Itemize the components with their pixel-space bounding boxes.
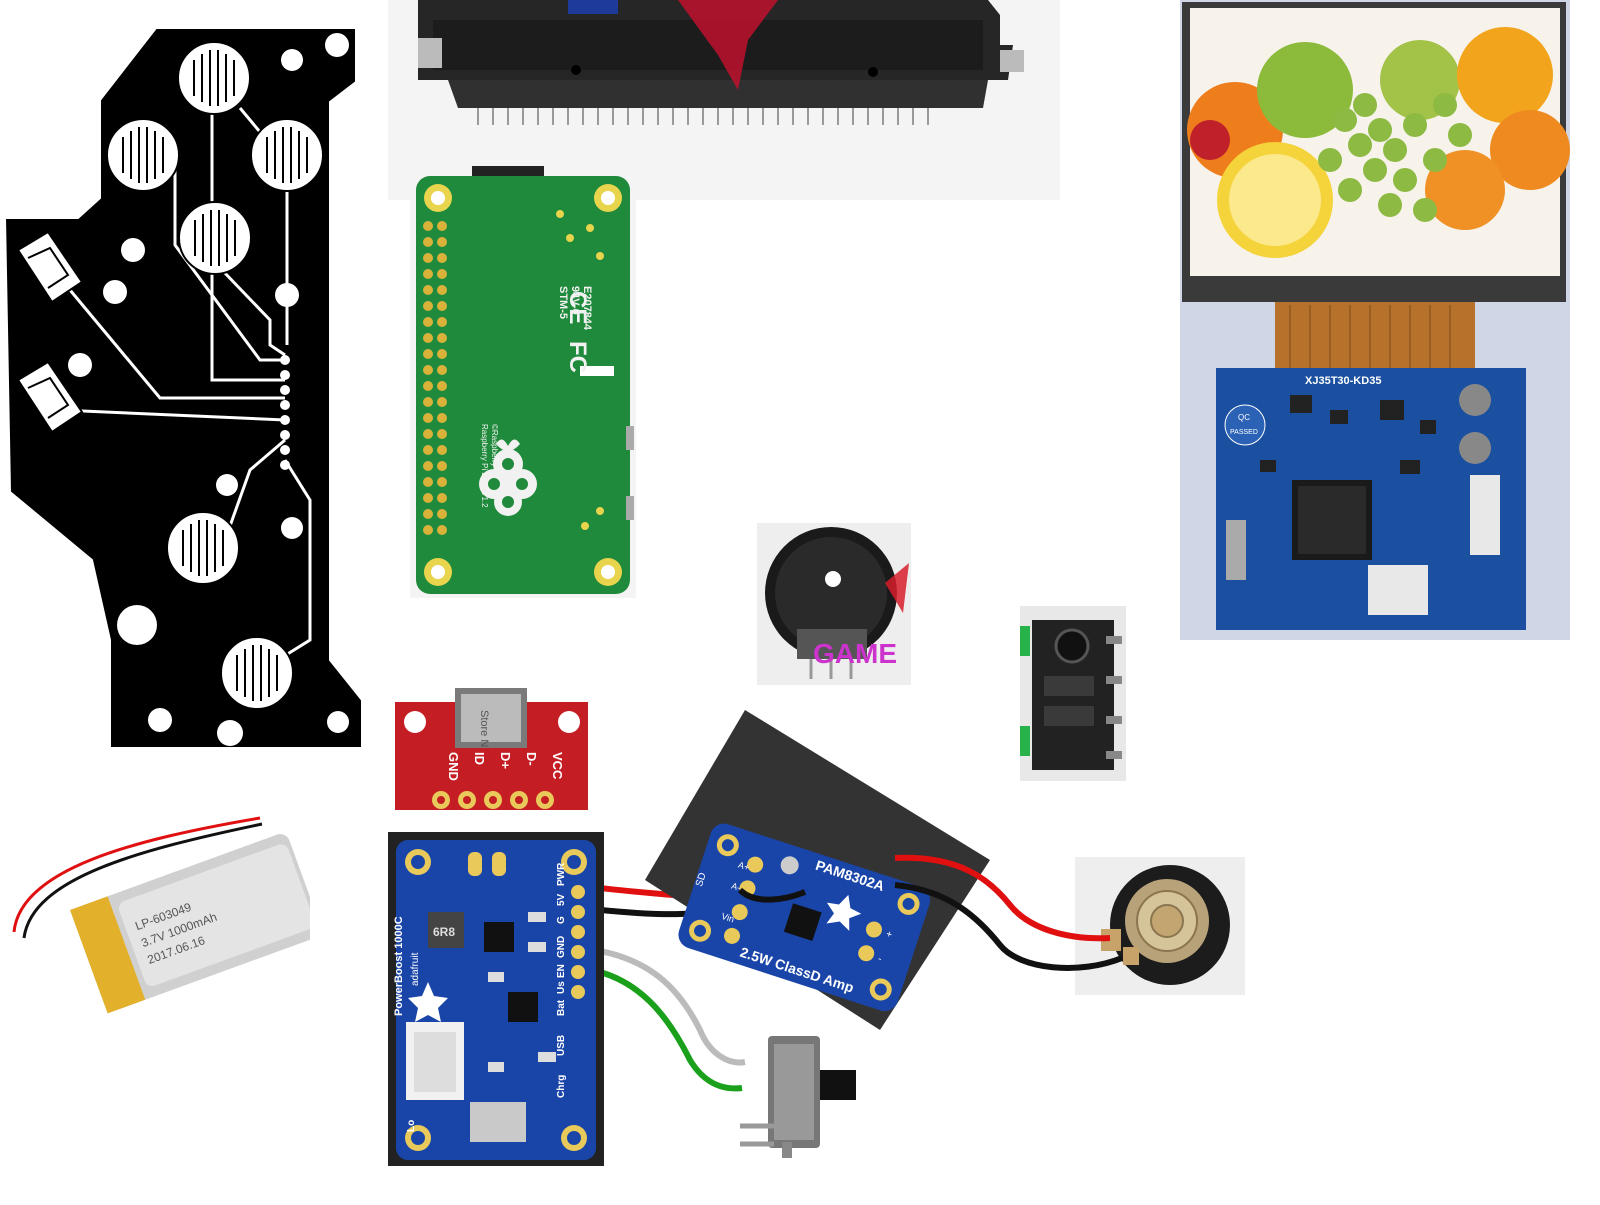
gpio-pad — [437, 397, 447, 407]
gpio-pad — [423, 413, 433, 423]
gpio-pad — [437, 253, 447, 263]
rpi-marking-1: STM-5 — [557, 286, 569, 319]
fcc-mark: FC — [564, 341, 591, 373]
gpio-pad — [423, 445, 433, 455]
pin-g: G — [556, 916, 567, 924]
gpio-pad — [437, 317, 447, 327]
gpio-pad — [437, 301, 447, 311]
gpio-pad — [437, 413, 447, 423]
gpio-pad — [423, 429, 433, 439]
pin-5v: 5V — [556, 893, 567, 906]
usb-pin-vcc: VCC — [550, 752, 565, 780]
gpio-pad — [437, 493, 447, 503]
pin-bat: Bat — [556, 999, 567, 1016]
audio-jack — [1020, 606, 1126, 781]
pin-gnd: GND — [556, 936, 567, 958]
gpio-pad — [437, 429, 447, 439]
gpio-pad — [423, 397, 433, 407]
gpio-pad — [423, 221, 433, 231]
gpio-pad — [423, 269, 433, 279]
gpio-pad — [437, 461, 447, 471]
powerboost-model: PowerBoost 1000C — [393, 916, 405, 1016]
raspberry-pi-zero: STM-5 94V-0 E207844 CE FC Raspberry Pi Z… — [410, 166, 636, 598]
qc-label: QC — [1238, 413, 1250, 422]
gpio-pad — [423, 237, 433, 247]
gpio-pad — [437, 509, 447, 519]
usb-pin-id: ID — [472, 752, 487, 765]
pin-us: Us — [556, 981, 567, 994]
gpio-pad — [437, 349, 447, 359]
gpio-pad — [437, 333, 447, 343]
rpi-board-name: Raspberry Pi Zero V1.2 — [480, 424, 489, 508]
usb-pin-dminus: D- — [524, 752, 539, 766]
gpio-pad — [437, 477, 447, 487]
gpio-pad — [423, 381, 433, 391]
qc-status: PASSED — [1230, 429, 1258, 436]
amp-pin-a-plus: A+ — [737, 860, 751, 873]
ce-mark: CE — [564, 291, 591, 324]
gpio-pad — [437, 221, 447, 231]
gpio-pad — [423, 333, 433, 343]
gpio-pad — [437, 381, 447, 391]
gpio-pad — [423, 301, 433, 311]
pin-lo: Lo — [406, 1120, 417, 1132]
pin-chrg: Chrg — [556, 1075, 567, 1098]
gamepad-pcb — [0, 0, 370, 760]
fruit-image — [1187, 27, 1570, 258]
pin-pwr: PWR — [556, 862, 567, 886]
usb-chip-text: Store N — [478, 710, 490, 747]
pin-en: EN — [556, 964, 567, 978]
audio-amplifier: PAM8302A 2.5W ClassD Amp SD Vin A+ A- + … — [645, 710, 990, 1030]
amp-pin-plus: + — [884, 929, 893, 941]
adafruit-star-icon — [408, 982, 448, 1022]
amp-pin-minus: - — [876, 953, 883, 964]
slide-switch — [730, 1030, 860, 1160]
inductor-label: 6R8 — [433, 925, 455, 939]
gpio-pad — [423, 365, 433, 375]
lcd-board-model: XJ35T30-KD35 — [1305, 375, 1381, 387]
volume-potentiometer: GAME — [757, 523, 911, 685]
gpio-pad — [437, 285, 447, 295]
usb-pin-gnd: GND — [446, 752, 461, 781]
amp-pin-sd: SD — [694, 871, 709, 888]
gpio-pad — [437, 269, 447, 279]
gpio-pad — [437, 445, 447, 455]
gpio-pad — [423, 477, 433, 487]
gpio-pad — [437, 237, 447, 247]
gpio-pad — [437, 525, 447, 535]
adafruit-star-icon — [826, 894, 862, 931]
rpi-marking-2: 94V-0 — [569, 286, 581, 315]
pot-watermark: GAME — [813, 638, 897, 669]
pin-usb: USB — [556, 1035, 567, 1056]
gpio-pad — [423, 461, 433, 471]
usb-breakout-board: Store N GND ID D+ D- VCC — [395, 688, 590, 813]
gpio-pad — [423, 317, 433, 327]
powerboost-brand: adafruit — [410, 952, 421, 986]
gpio-pad — [423, 493, 433, 503]
gpio-pad — [437, 365, 447, 375]
lipo-battery: LP-603049 3.7V 1000mAh 2017.06.16 — [10, 810, 321, 1020]
lcd-display-module: XJ35T30-KD35 QC PASSED — [1180, 0, 1570, 640]
gpio-pad — [423, 525, 433, 535]
usb-pin-dplus: D+ — [498, 752, 513, 769]
rpi-marking-3: E207844 — [581, 286, 593, 331]
amp-pin-vin: Vin — [720, 911, 735, 924]
gpio-pad — [423, 349, 433, 359]
speaker — [1075, 857, 1245, 995]
amp-pin-a-minus: A- — [730, 881, 742, 893]
gpio-pad — [423, 253, 433, 263]
powerboost-1000c: 6R8 PowerBoost 1000C adafruit PWR 5V G G… — [388, 832, 604, 1166]
gpio-pad — [423, 285, 433, 295]
gpio-pad — [423, 509, 433, 519]
